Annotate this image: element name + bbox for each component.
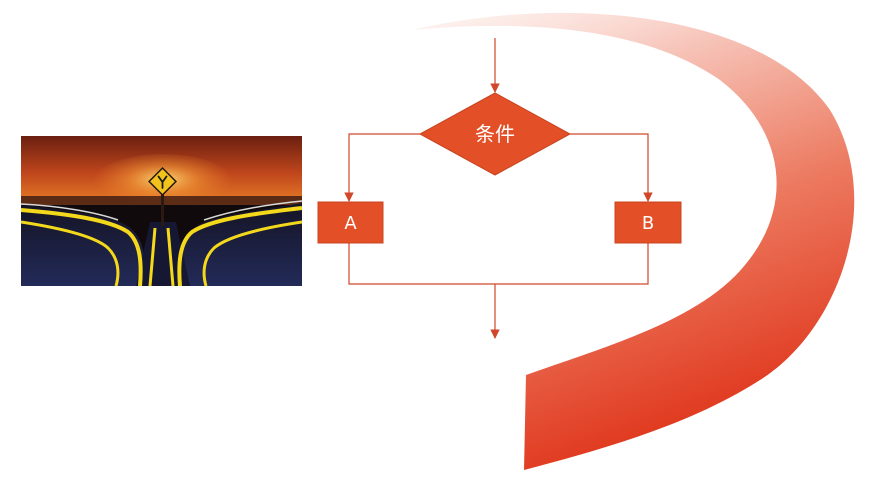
condition-label: 条件 [475, 122, 515, 146]
road-fork-photo [21, 136, 302, 286]
branch-b-label: B [642, 213, 654, 234]
branch-a-node: A [317, 201, 384, 244]
condition-decision-node: 条件 [418, 92, 572, 176]
fork-road-sign-icon [148, 167, 177, 196]
flowchart-connectors [344, 38, 653, 339]
branch-a-arrow [344, 133, 420, 202]
branch-b-arrow [570, 133, 653, 202]
branch-b-node: B [614, 201, 682, 244]
decorative-curved-arc [412, 12, 855, 470]
branch-a-label: A [344, 213, 357, 234]
merge-line [348, 243, 649, 285]
